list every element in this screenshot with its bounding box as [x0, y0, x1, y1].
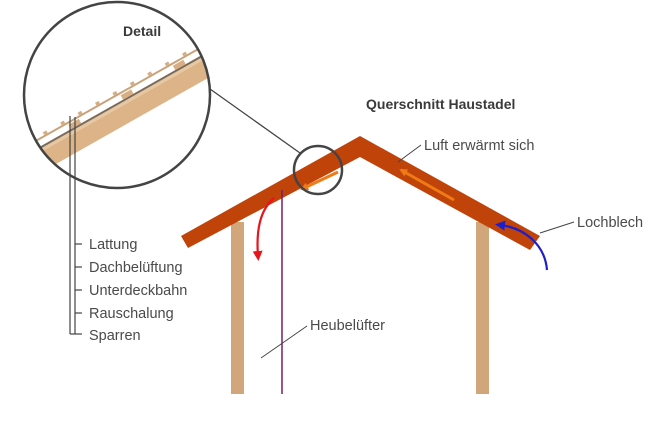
lochblech-leader — [539, 221, 575, 234]
layer-label-dachbeluftung: Dachbelüftung — [89, 260, 183, 276]
warm-air-label: Luft erwärmt sich — [424, 138, 534, 154]
detail-marker-ring — [292, 144, 344, 196]
warm-air-arrow-left — [300, 170, 339, 191]
layer-legend-bracket — [69, 116, 82, 335]
warm-air-arrow-right — [399, 168, 455, 202]
right-post — [476, 222, 489, 394]
layer-label-lattung: Lattung — [89, 237, 137, 253]
detail-label: Detail — [123, 23, 161, 39]
diagram-title: Querschnitt Haustadel — [366, 96, 515, 112]
heubelufter-label: Heubelüfter — [310, 318, 385, 334]
air-in-arrow — [495, 220, 549, 271]
layer-label-rauschalung: Rauschalung — [89, 306, 174, 322]
air-out-arrow — [252, 197, 275, 261]
warm-air-leader — [397, 144, 422, 163]
lochblech-label: Lochblech — [577, 215, 643, 231]
detail-connector-line — [202, 83, 301, 154]
layer-label-sparren: Sparren — [89, 328, 141, 344]
left-post — [231, 222, 244, 394]
heubelufter-leader — [260, 325, 308, 359]
layer-label-unterdeckbahn: Unterdeckbahn — [89, 283, 187, 299]
